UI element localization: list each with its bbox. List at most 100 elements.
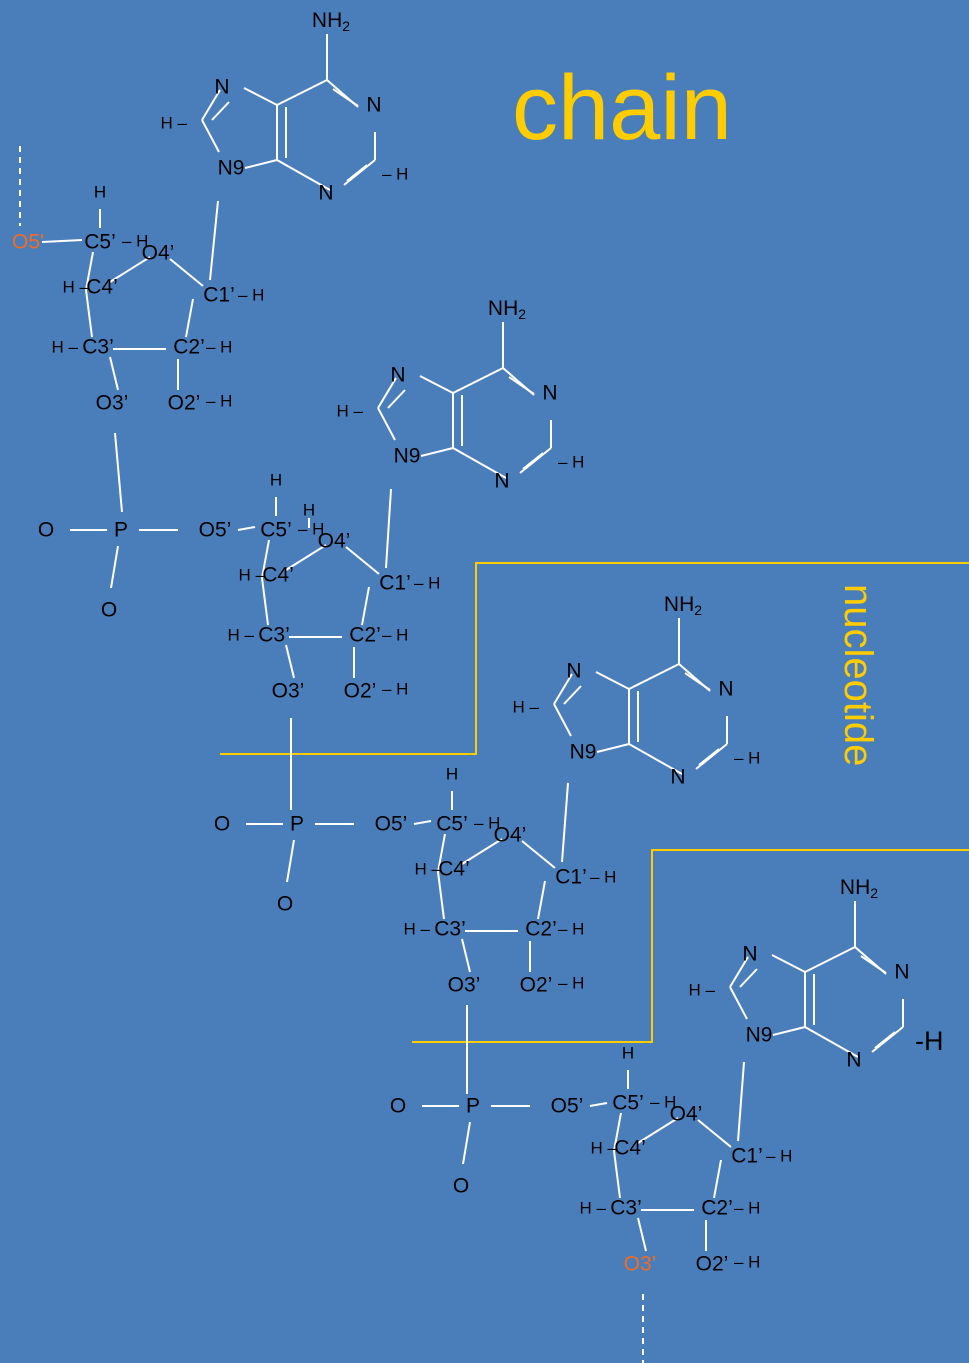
base-3-h8-label: H – <box>513 698 540 717</box>
base-1-h2-label: – H <box>382 165 408 184</box>
sugar-2-c4-label: C4’ <box>262 564 294 587</box>
sugar-2-h5a-label: H <box>270 471 282 490</box>
sugar-1-o2-label: O2’ <box>168 392 201 415</box>
sugar-1-h4-label: H – <box>63 278 90 297</box>
sugar-4-bond-c2-c1 <box>713 1159 722 1199</box>
sugar-4-c5-label: C5’ <box>612 1092 644 1115</box>
sugar-3-h5a-label: H <box>446 765 458 784</box>
sugar-4-h2o-label: – H <box>734 1253 760 1272</box>
base-4-ring-bond-n3-c4 <box>804 1026 859 1058</box>
nucleotide-frame-top <box>220 562 969 755</box>
phosphate-2-o-left-label: O <box>214 813 230 836</box>
base-3-ring-bond-c5-c6 <box>628 663 680 690</box>
phosphate-1-p-label: P <box>114 519 128 542</box>
sugar-3-h1-label: – H <box>590 868 616 887</box>
phosphate-3-o-bottom-label: O <box>453 1175 469 1198</box>
phosphate-1-o5-label: O5’ <box>199 519 232 542</box>
base-1-n9-label: N9 <box>218 157 245 180</box>
sugar-1-h3-label: H – <box>52 338 79 357</box>
base-3-ring-bond-n9-c4 <box>596 743 630 753</box>
phosphate-2-o5-label: O5’ <box>375 813 408 836</box>
sugar-1-c3-label: C3’ <box>82 336 114 359</box>
sugar-4-glycosidic-bond <box>737 1061 745 1142</box>
terminal-o5-label: O5' <box>12 231 44 254</box>
sugar-3-h5b-label: – H <box>474 814 500 833</box>
phosphate-3-bond-o5-c5 <box>589 1102 608 1107</box>
sugar-1-bond-c2-c1 <box>185 298 194 338</box>
sugar-2-c2-label: C2’ <box>349 624 381 647</box>
base-4-n3-label: N <box>846 1049 861 1072</box>
sugar-1-glycosidic-bond <box>209 200 219 281</box>
base-3-nh2-label: NH2 <box>664 593 702 619</box>
base-4-nh2-label: NH2 <box>840 876 878 902</box>
sugar-3-bond-c1-o4 <box>521 840 556 869</box>
sugar-2-c5-label: C5’ <box>260 519 292 542</box>
base-2-ring-double-n7-c8 <box>387 389 406 409</box>
amino-subscript-2: 2 <box>694 602 702 618</box>
base-3-h2-label: – H <box>734 749 760 768</box>
sugar-4-c1-label: C1’ <box>731 1145 763 1168</box>
sugar-1-bond-c5-c4 <box>85 251 94 291</box>
base-2-ring-bond-c5-n7 <box>419 375 454 394</box>
phosphate-3-o-left-label: O <box>390 1095 406 1118</box>
sugar-3-bond-o4-c4 <box>461 838 503 865</box>
base-1-h8-label: H – <box>161 114 188 133</box>
sugar-1-h5a-label: H <box>94 183 106 202</box>
sugar-2-h5-extra-label: H <box>303 501 315 520</box>
sugar-3-c4-label: C4’ <box>438 858 470 881</box>
sugar-4-bond-c4-c3 <box>613 1150 621 1199</box>
base-3-n1-label: N <box>718 678 733 701</box>
sugar-3-bond-c5-c4 <box>437 833 446 873</box>
base-1-nh2-label: NH2 <box>312 9 350 35</box>
base-3-ring-double-c2-n3 <box>698 748 720 766</box>
sugar-2-bond-c2-c1 <box>361 586 370 626</box>
base-2-nh2-label: NH2 <box>488 297 526 323</box>
base-1-ring-double-c6-n1 <box>332 88 359 107</box>
sugar-3-bond-c2-c1 <box>537 880 546 920</box>
phosphate-2-bond-o5-c5 <box>413 820 432 825</box>
base-2-ring-double-c2-n3 <box>522 452 544 470</box>
sugar-4-h4-label: H – <box>591 1139 618 1158</box>
sugar-1-bond-c3-o3 <box>109 356 119 391</box>
phosphate-2-o-bottom-label: O <box>277 893 293 916</box>
sugar-1-c2-label: C2’ <box>173 336 205 359</box>
base-1-ring-bond-n9-c4 <box>244 159 278 169</box>
sugar-4-h5b-label: – H <box>650 1093 676 1112</box>
sugar-2-o2-label: O2’ <box>344 680 377 703</box>
sugar-4-c4-label: C4’ <box>614 1137 646 1160</box>
amino-nh-text: NH <box>312 9 342 32</box>
sugar-1-bond-o4-c4 <box>109 256 151 283</box>
base-1-ring-bond-c5-n7 <box>243 87 278 106</box>
base-4-ring-bond-c5-c6 <box>804 946 856 973</box>
base-3-ring-bond-c8-n9 <box>553 703 572 737</box>
sugar-3-c5-label: C5’ <box>436 813 468 836</box>
base-2-h2-label: – H <box>558 453 584 472</box>
base-2-ring-bond-c2-n3 <box>519 447 552 474</box>
base-1-ring-bond-n7-c8 <box>201 89 221 121</box>
base-2-ring-bond-n9-c4 <box>420 447 454 457</box>
sugar-3-bond-c3-o3 <box>461 938 471 973</box>
base-2-ring-double-c6-n1 <box>508 376 535 395</box>
base-2-h8-label: H – <box>337 402 364 421</box>
phosphate-3-p-label: P <box>466 1095 480 1118</box>
sugar-4-o4-label: O4’ <box>670 1103 703 1126</box>
base-4-ring-bond-c2-n3 <box>871 1026 904 1053</box>
sugar-2-bond-c4-c3 <box>261 577 269 626</box>
sugar-2-h3-label: H – <box>228 626 255 645</box>
phosphate-1-o-left-label: O <box>38 519 54 542</box>
bond-o5-c5-terminal <box>41 239 83 243</box>
sugar-2-h2-label: – H <box>382 626 408 645</box>
base-2-n3-label: N <box>494 470 509 493</box>
base-3-ring-bond-n7-c8 <box>553 673 573 705</box>
sugar-3-c3-label: C3’ <box>434 918 466 941</box>
sugar-3-h3-label: H – <box>404 920 431 939</box>
phosphate-2-bond-p-o <box>286 839 295 883</box>
sugar-2-h5b-label: – H <box>298 520 324 539</box>
link-o3-p-1 <box>114 432 123 513</box>
base-4-h2-label: -H <box>915 1026 944 1056</box>
sugar-1-bond-c4-c3 <box>85 289 93 338</box>
phosphate-3-o5-label: O5’ <box>551 1095 584 1118</box>
base-4-ring-bond-n7-c8 <box>729 956 749 988</box>
amino-subscript-2: 2 <box>342 18 350 34</box>
amino-subscript-2: 2 <box>518 306 526 322</box>
